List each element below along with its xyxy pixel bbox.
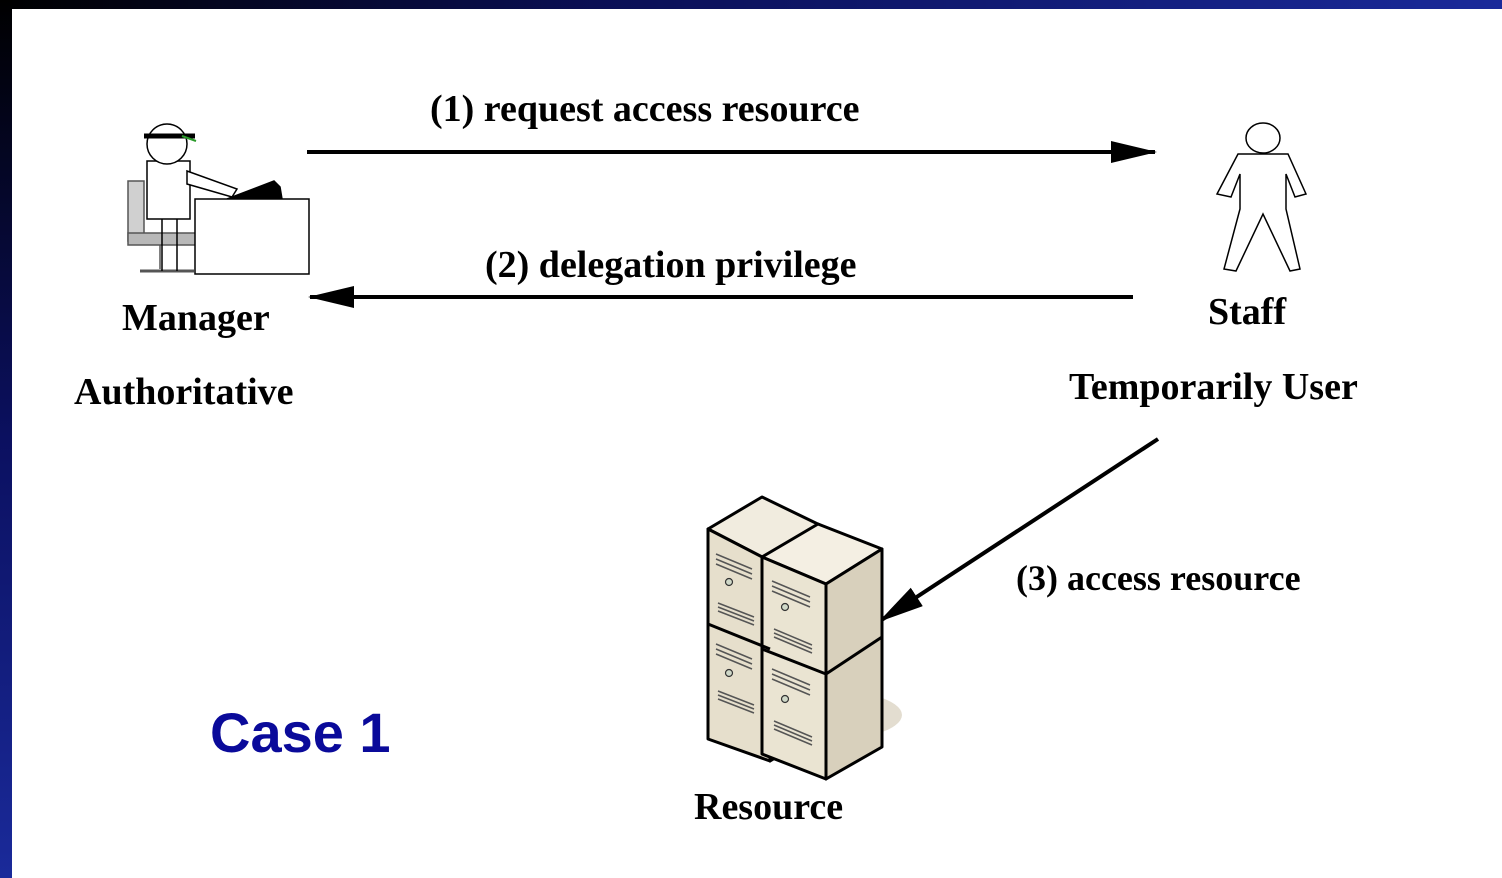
diagram-slide: (1) request access resource (2) delegati… [12, 9, 1502, 878]
diagram-canvas [127, 122, 1308, 781]
manager-at-desk-icon [127, 123, 310, 275]
access-arrow-label: (3) access resource [1016, 558, 1301, 598]
manager-name: Manager [122, 297, 270, 339]
slide-frame-top [0, 0, 1502, 9]
stick-figure-user-icon [1215, 122, 1308, 272]
resource-name: Resource [694, 786, 844, 828]
server-stack-icon [706, 495, 902, 781]
case-label: Case 1 [210, 701, 391, 764]
manager-role: Authoritative [74, 371, 294, 413]
delegation-arrow-label: (2) delegation privilege [485, 244, 857, 286]
staff-role: Temporarily User [1069, 366, 1358, 408]
slide-frame-left [0, 0, 12, 878]
access-arrow [878, 437, 1160, 623]
request-arrow-label: (1) request access resource [430, 88, 860, 130]
staff-name: Staff [1208, 291, 1287, 333]
